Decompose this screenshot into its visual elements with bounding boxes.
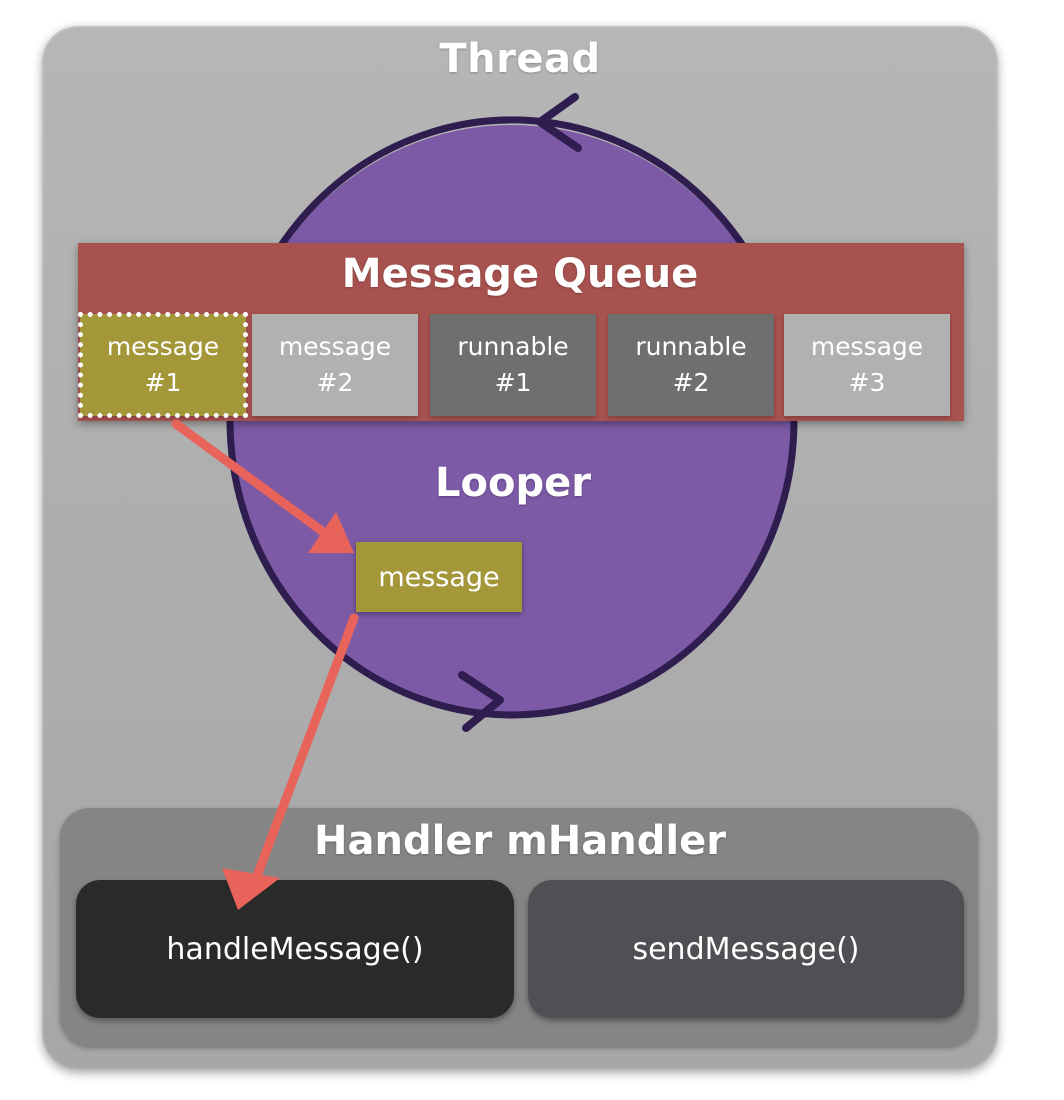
queue-item-message-2: message #2: [252, 314, 418, 416]
message-queue-title: Message Queue: [341, 251, 699, 297]
looper-title: Looper: [435, 460, 591, 506]
looper-outline-bottom-right: [508, 416, 798, 719]
handler-title: Handler mHandler: [314, 818, 726, 864]
dequeue-arrow-line: [171, 419, 335, 542]
handle-message-method: handleMessage(): [76, 880, 514, 1018]
dispatch-arrowhead: [222, 868, 280, 910]
queue-item-number: #2: [672, 368, 710, 397]
queue-item-runnable-2: runnable #2: [608, 314, 774, 416]
queue-item-number: #1: [494, 368, 532, 397]
looper-current-message: message: [356, 542, 522, 612]
queue-item-number: #3: [848, 368, 886, 397]
queue-item-runnable-1: runnable #1: [430, 314, 596, 416]
looper-arrowhead-top: [536, 93, 582, 152]
queue-item-message-3: message #3: [784, 314, 950, 416]
queue-item-label: runnable: [635, 332, 747, 361]
queue-item-number: #2: [316, 368, 354, 397]
queue-item-number: #1: [144, 368, 182, 397]
queue-item-label: message: [278, 332, 392, 361]
queue-item-label: message: [106, 332, 220, 361]
queue-item-label: message: [810, 332, 924, 361]
dequeue-arrowhead: [308, 512, 354, 553]
thread-title: Thread: [439, 36, 601, 82]
queue-item-message-1: message #1: [78, 312, 248, 418]
looper-arrowhead-bottom: [458, 671, 504, 732]
send-message-method: sendMessage(): [528, 880, 964, 1018]
dispatch-arrow-line: [249, 613, 359, 889]
queue-item-label: runnable: [457, 332, 569, 361]
looper-outline-bottom-left: [226, 416, 516, 719]
